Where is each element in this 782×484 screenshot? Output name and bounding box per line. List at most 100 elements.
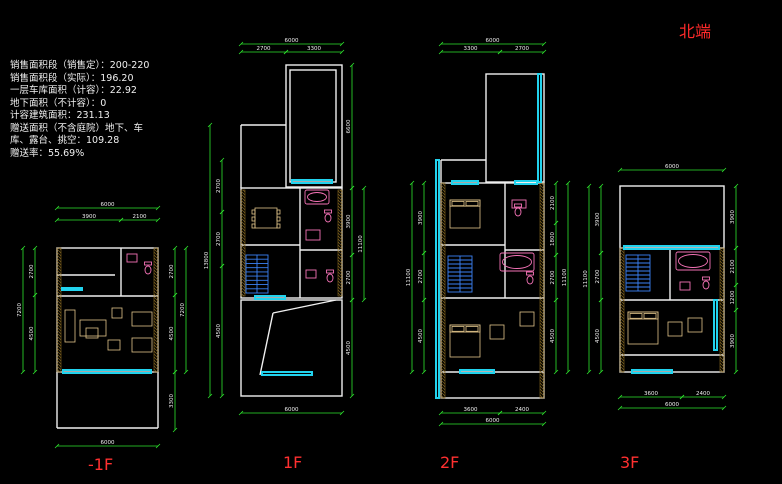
dimension-tick [553, 297, 559, 303]
hatch-stroke [440, 253, 446, 259]
hatch-stroke [539, 265, 545, 271]
hatch-stroke [153, 317, 159, 323]
desk [667, 321, 683, 337]
hatch-stroke [240, 280, 246, 286]
hatch-stroke [539, 325, 545, 331]
dimension-tick [54, 205, 60, 211]
hatch-stroke [539, 205, 545, 211]
hatch-stroke [240, 190, 246, 196]
hatch-stroke [719, 275, 725, 281]
dimension-tick [409, 369, 415, 375]
dimension-label: 4500 [595, 329, 601, 343]
hatch-stroke [56, 269, 62, 275]
dimension-tick [409, 180, 415, 186]
hatch-stroke [153, 305, 159, 311]
hatch-stroke [56, 326, 62, 332]
hatch-stroke [539, 388, 545, 394]
hatch-stroke [56, 350, 62, 356]
f2-window [451, 180, 479, 185]
dimension-tick [598, 183, 604, 189]
dimension-tick [598, 250, 604, 256]
hatch-stroke [240, 283, 246, 289]
toilet-tank [144, 261, 152, 266]
hatch-stroke [240, 226, 246, 232]
dimension-tick [598, 369, 604, 375]
hatch-stroke [619, 251, 625, 257]
hatch-stroke [58, 247, 62, 251]
basin [679, 281, 691, 291]
hatch-stroke [440, 268, 446, 274]
hatch-stroke [337, 292, 342, 297]
f2-window [459, 369, 495, 374]
f3-window [713, 299, 718, 351]
hatch-stroke [719, 299, 725, 305]
hatch-stroke [440, 277, 446, 283]
hatch-stroke [440, 256, 446, 262]
dimension-tick [586, 369, 592, 375]
hatch-stroke [240, 232, 246, 238]
hatch-stroke [619, 272, 625, 278]
pillow [465, 201, 479, 207]
hatch-stroke [539, 307, 545, 313]
hatch-stroke [539, 262, 545, 268]
hatch-stroke [619, 329, 625, 335]
hatch-stroke [153, 251, 159, 257]
hatch-stroke [719, 353, 725, 359]
hatch-stroke [719, 263, 725, 269]
hatch-stroke [539, 298, 545, 304]
hatch-stroke [719, 302, 725, 308]
toilet-tank [702, 276, 710, 281]
hatch-stroke [619, 317, 625, 323]
hatch-stroke [619, 269, 625, 275]
dimension-label: 2700 [216, 179, 222, 193]
dimension-label: 6600 [346, 119, 352, 133]
dimension-tick [349, 393, 355, 399]
hatch-stroke [440, 286, 446, 292]
pillow [629, 313, 643, 319]
dimension-tick [20, 369, 26, 375]
hatch-stroke [440, 346, 446, 352]
hatch-stroke [619, 293, 625, 299]
dimension-label: 3600 [644, 391, 658, 397]
hatch-stroke [539, 289, 545, 295]
hatch-stroke [539, 379, 545, 385]
hatch-stroke [440, 376, 446, 382]
hatch-stroke [440, 310, 446, 316]
dimension-tick [617, 167, 623, 173]
hatch-stroke [440, 313, 446, 319]
sofa-set [79, 319, 107, 337]
hatch-stroke [440, 196, 446, 202]
dimension-tick [349, 252, 355, 258]
chair [251, 223, 256, 229]
dimension-label: 1800 [550, 232, 556, 246]
f2-terrace-rail [537, 73, 542, 183]
dimension-tick [497, 410, 503, 416]
basin [511, 199, 527, 209]
info-line-garage-area: 一层车库面积（计容）：22.92 [10, 85, 137, 96]
dimension-tick [438, 41, 444, 47]
hatch-stroke [539, 340, 545, 346]
hatch-stroke [440, 328, 446, 334]
dimension-label: 2700 [346, 270, 352, 284]
floor-label-1f: 1F [283, 453, 303, 472]
dimension-tick [172, 369, 178, 375]
dimension-tick [438, 421, 444, 427]
hatch-stroke [337, 256, 343, 262]
hatch-stroke [337, 214, 343, 220]
hatch-stroke [240, 286, 246, 292]
hatch-stroke [440, 250, 446, 256]
dimension-tick [721, 394, 727, 400]
hatch-stroke [440, 334, 446, 340]
hatch-stroke [619, 287, 625, 293]
hatch-stroke [240, 268, 246, 274]
dimension-tick [32, 292, 38, 298]
hatch-stroke [153, 323, 159, 329]
dimension-tick [339, 410, 345, 416]
toilet [326, 273, 334, 283]
hatch-stroke [153, 365, 159, 371]
hatch-stroke [240, 265, 246, 271]
dimension-tick [497, 49, 503, 55]
dimension-tick [617, 394, 623, 400]
dimension-label: 2100 [550, 196, 556, 210]
hatch-stroke [337, 220, 343, 226]
